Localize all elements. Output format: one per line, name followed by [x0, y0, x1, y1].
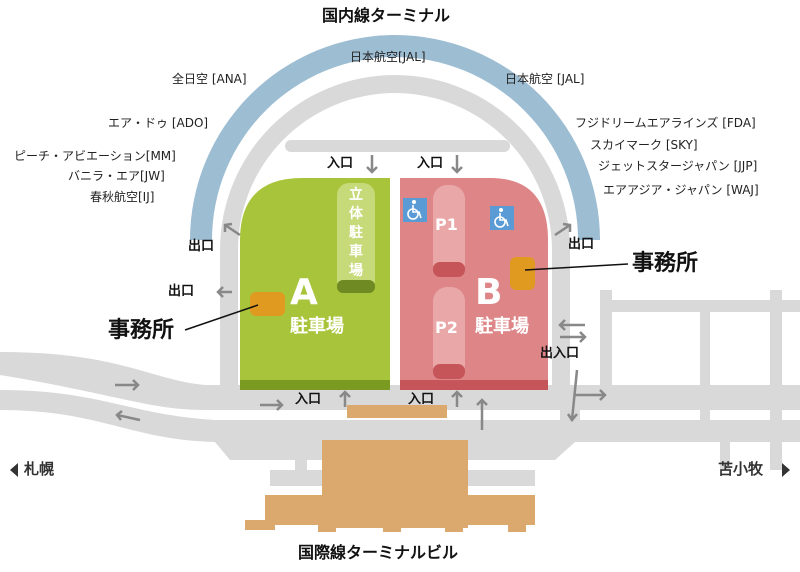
zone-p2[interactable] [433, 287, 465, 379]
office-b-label: 事務所 [632, 251, 699, 276]
exit-label: 出口 [568, 237, 595, 252]
direction-tomakomai: 苫小牧 [718, 460, 764, 478]
airline-label: 春秋航空[IJ] [90, 190, 155, 204]
entrance-label: 入口 [327, 156, 354, 171]
office-a-marker[interactable] [250, 292, 285, 316]
lot-a-letter: A [290, 272, 318, 313]
lot-a-name: 駐車場 [290, 316, 344, 337]
entrance-exit-label: 出入口 [540, 346, 580, 361]
airline-label: ピーチ・アビエーション[MM] [14, 149, 176, 163]
airline-label: エア・ドゥ [ADO] [108, 116, 209, 130]
lot-b-letter: B [475, 272, 503, 313]
sapporo-arrow-icon [10, 463, 18, 477]
zone-p2-label: P2 [435, 318, 458, 337]
airline-label: 日本航空[JAL] [350, 50, 426, 64]
multi-storey-label: 立体駐車場 [349, 187, 363, 279]
tomakomai-arrow-icon [782, 463, 790, 477]
office-a-label: 事務所 [108, 318, 175, 343]
wheelchair-icon [490, 206, 514, 230]
direction-sapporo: 札幌 [24, 460, 55, 478]
office-b-marker[interactable] [510, 257, 535, 290]
exit-label: 出口 [168, 284, 195, 299]
airline-label: バニラ・エア[JW] [68, 169, 165, 183]
wheelchair-icon [403, 198, 427, 222]
airline-label: エアアジア・ジャパン [WAJ] [603, 183, 759, 197]
traffic-arrows [115, 155, 607, 430]
airline-label: スカイマーク [SKY] [590, 138, 698, 152]
entrance-label: 入口 [417, 156, 444, 171]
exit-label: 出口 [188, 239, 215, 254]
zone-p1-label: P1 [435, 215, 458, 234]
international-terminal-title: 国際線ターミナルビル [298, 543, 459, 562]
zone-p1[interactable] [433, 185, 465, 277]
airline-label: 日本航空 [JAL] [505, 72, 585, 86]
lot-b-name: 駐車場 [475, 316, 529, 337]
multi-storey-parking[interactable] [337, 183, 375, 293]
domestic-terminal-title: 国内線ターミナル [322, 6, 451, 25]
entrance-label: 入口 [295, 392, 322, 407]
domestic-terminal-building [190, 35, 600, 240]
airline-label: 全日空 [ANA] [172, 72, 247, 86]
entrance-label: 入口 [408, 392, 435, 407]
airline-label: ジェットスタージャパン [JJP] [598, 159, 758, 173]
international-terminal-building [245, 405, 535, 532]
airline-label: フジドリームエアラインズ [FDA] [575, 116, 756, 130]
